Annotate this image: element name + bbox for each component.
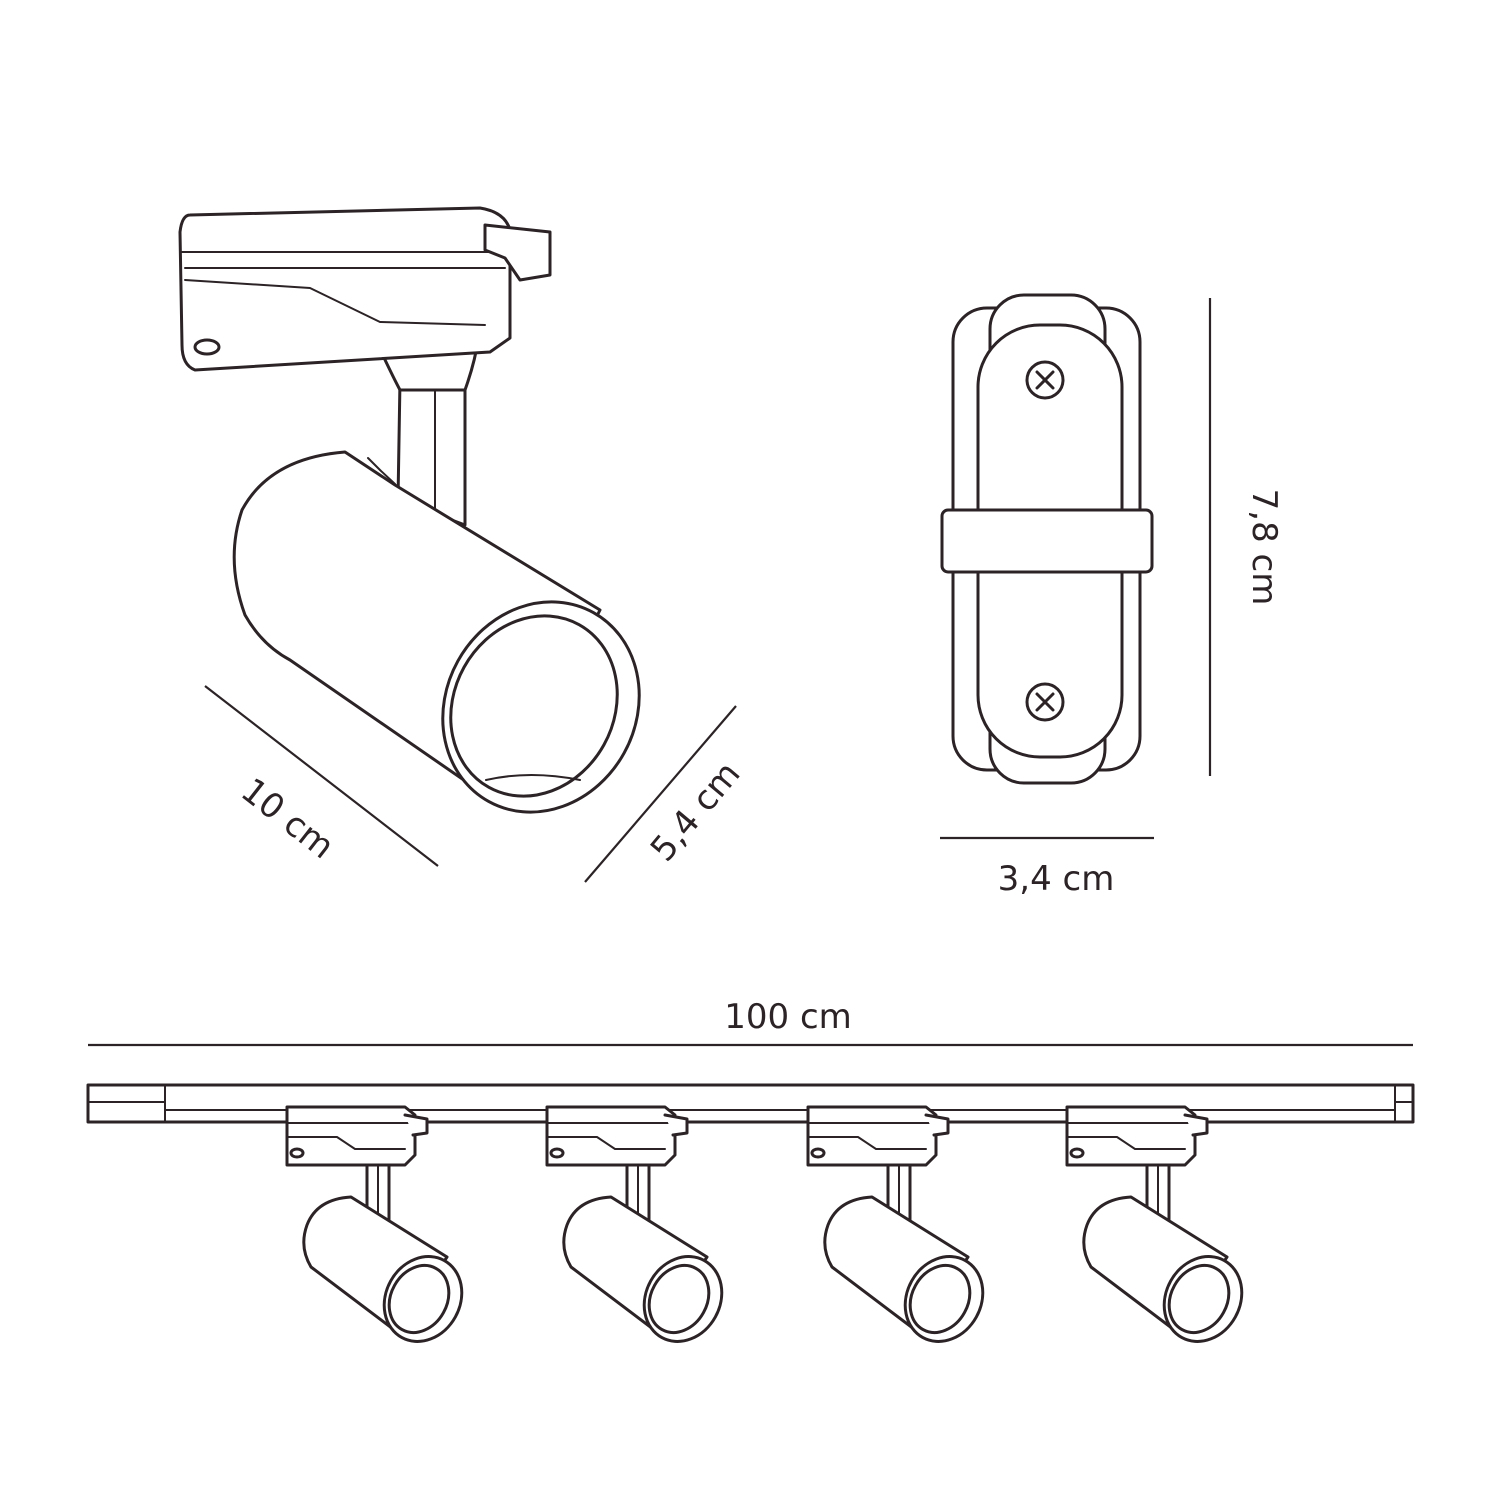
diameter-dimension-label: 5,4 cm xyxy=(643,754,749,869)
rail-length-label: 100 cm xyxy=(724,997,852,1037)
width-dimension-label: 3,4 cm xyxy=(998,859,1115,899)
length-dimension-line xyxy=(204,685,439,867)
screw-icon xyxy=(1025,682,1065,722)
track-adapter-icon xyxy=(940,293,1154,785)
screw-icon xyxy=(1025,360,1065,400)
rail-spotlight-3 xyxy=(806,1105,1000,1357)
diameter-dimension-line xyxy=(584,705,737,883)
rail-spotlight-4 xyxy=(1065,1105,1259,1357)
rail-spotlight-1 xyxy=(285,1105,479,1357)
track-spotlight-icon xyxy=(178,206,678,850)
rail-spotlight-2 xyxy=(545,1105,739,1357)
height-dimension-label: 7,8 cm xyxy=(1244,489,1284,606)
length-dimension-label: 10 cm xyxy=(233,770,341,867)
